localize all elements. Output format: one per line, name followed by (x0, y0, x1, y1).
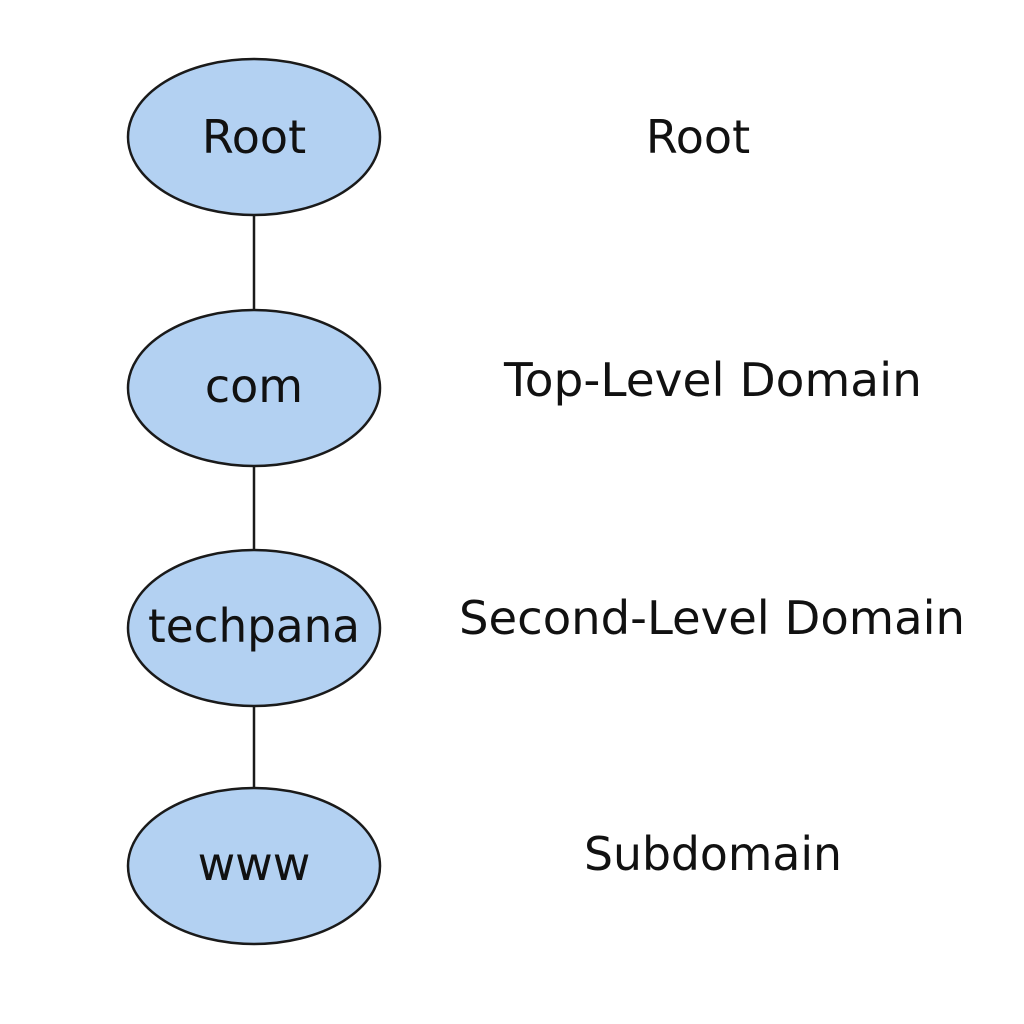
level-label-top-level-domain: Top-Level Domain (503, 353, 922, 407)
node-www: www (126, 786, 382, 946)
level-label-second-level-domain: Second-Level Domain (459, 591, 965, 645)
node-techpana-label: techpana (148, 599, 360, 653)
node-www-ellipse (126, 786, 382, 946)
node-com-ellipse (126, 308, 382, 468)
node-root-label: Root (202, 110, 306, 164)
level-label-root: Root (646, 110, 750, 164)
node-com: com (126, 308, 382, 468)
node-com-label: com (205, 359, 303, 413)
node-www-label: www (198, 837, 311, 891)
node-root: Root (126, 57, 382, 217)
level-label-subdomain: Subdomain (584, 827, 842, 881)
node-techpana-ellipse (126, 548, 382, 708)
node-root-ellipse (126, 57, 382, 217)
node-techpana: techpana (126, 548, 382, 708)
